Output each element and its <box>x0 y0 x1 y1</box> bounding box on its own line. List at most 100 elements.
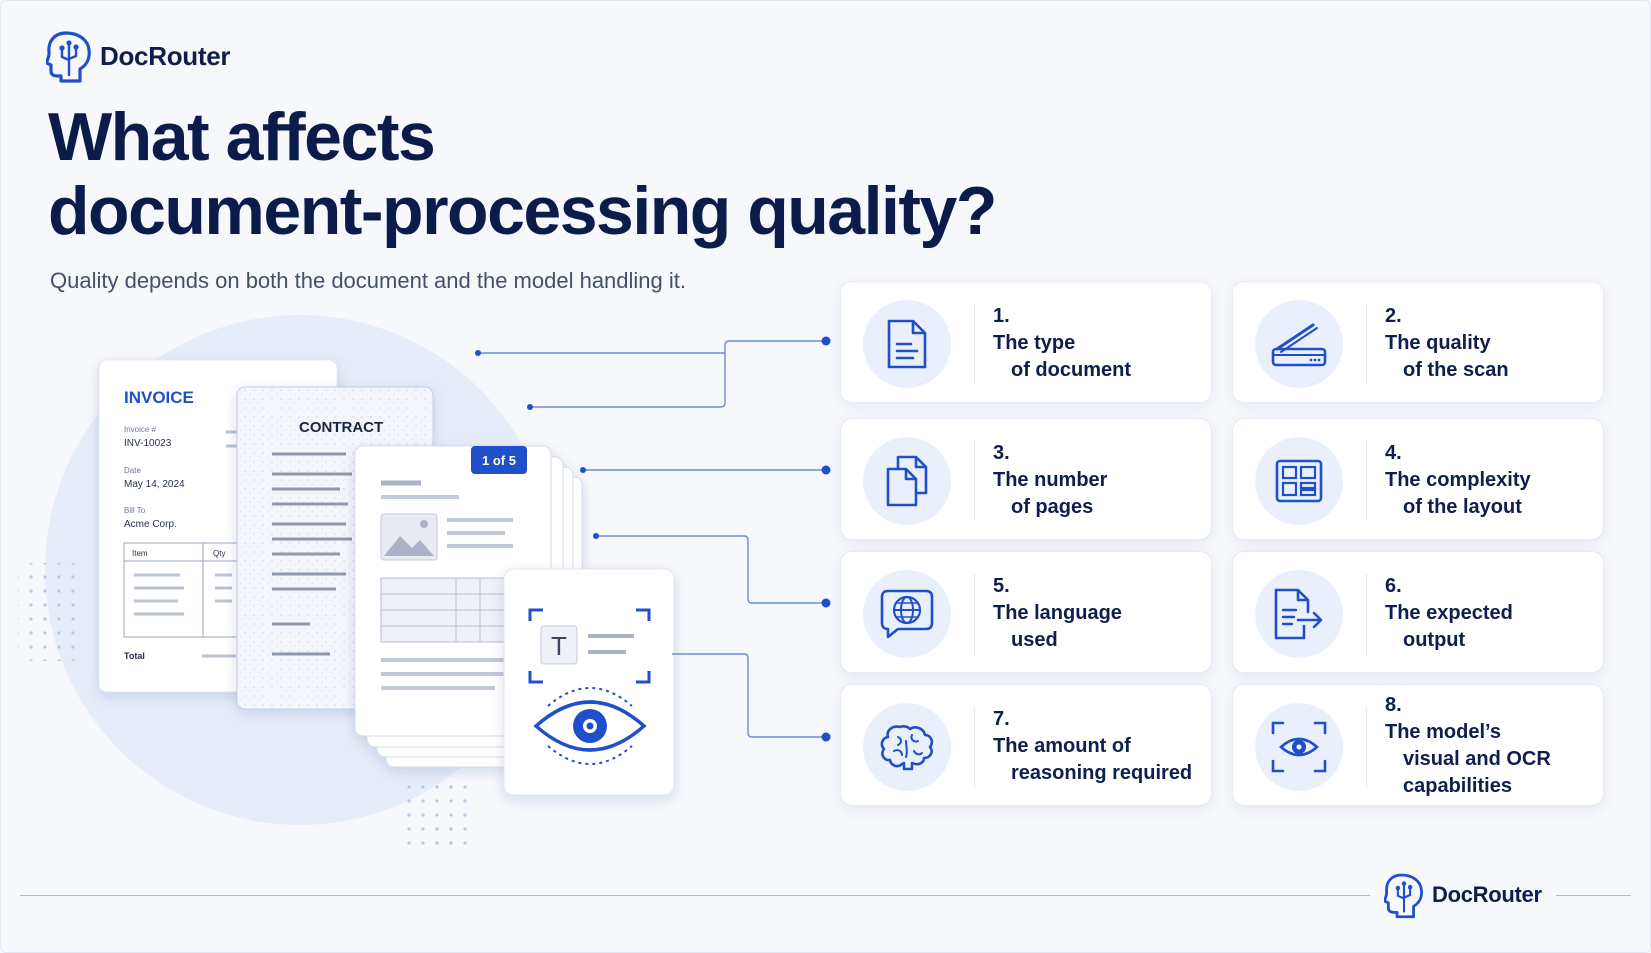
page-title: What affects document-processing quality… <box>48 100 1098 248</box>
factor-card-2: 2. The quality of the scan <box>1232 281 1604 403</box>
brain-icon <box>880 725 934 771</box>
factor-1-number: 1. <box>993 304 1010 327</box>
factor-3-label: 3. The number of pages <box>993 419 1203 541</box>
invoice-total-label: Total <box>124 651 145 661</box>
factor-4-line-1: The complexity <box>1385 468 1531 491</box>
footer-brand-name: DocRouter <box>1432 882 1542 907</box>
factor-2-line-1: The quality <box>1385 331 1491 354</box>
invoice-number-value: INV-10023 <box>124 438 172 449</box>
multipage-content <box>380 480 518 690</box>
factor-3-divider <box>974 441 975 521</box>
head-circuit-icon <box>46 31 91 83</box>
factor-5-icon-bg <box>863 570 951 658</box>
factor-5-line-1: The language <box>993 601 1122 624</box>
factor-5-divider <box>974 574 975 654</box>
factor-card-1: 1. The type of document <box>840 281 1212 403</box>
factor-4-label: 4. The complexity of the layout <box>1385 419 1595 541</box>
factor-8-line-3: capabilities <box>1403 775 1512 797</box>
document-illustration: INVOICE Invoice # INV-10023 Date May 14,… <box>18 315 831 850</box>
factor-card-6: 6. The expected output <box>1232 551 1604 673</box>
factor-6-divider <box>1366 574 1367 654</box>
factor-7-icon-bg <box>863 703 951 791</box>
scan-frame-icon <box>528 608 651 684</box>
factor-3-number: 3. <box>993 441 1010 464</box>
document-export-icon <box>1274 588 1323 640</box>
factor-7-line-2: reasoning required <box>1011 761 1193 784</box>
ocr-eye-icon <box>533 687 647 765</box>
factor-2-number: 2. <box>1385 304 1402 327</box>
invoice-col-item: Item <box>132 549 148 558</box>
factor-7-divider <box>974 707 975 787</box>
factor-3-icon-bg <box>863 437 951 525</box>
layout-icon <box>1275 459 1323 503</box>
factor-8-number: 8. <box>1385 694 1402 716</box>
page-count-badge-bg <box>471 446 527 474</box>
factor-7-line-1: The amount of <box>993 734 1131 757</box>
factor-8-divider <box>1366 707 1367 787</box>
factor-4-line-2: of the layout <box>1403 495 1522 518</box>
eye-scan-icon <box>1271 721 1327 773</box>
factor-5-number: 5. <box>993 574 1010 597</box>
factor-card-8: 8. The model’s visual and OCR capabiliti… <box>1232 684 1604 806</box>
invoice-title: INVOICE <box>124 388 194 407</box>
factor-8-line-2: visual and OCR <box>1403 748 1551 770</box>
factor-5-label: 5. The language used <box>993 552 1203 674</box>
factor-7-number: 7. <box>993 707 1010 730</box>
factor-6-icon-bg <box>1255 570 1343 658</box>
factor-2-label: 2. The quality of the scan <box>1385 282 1595 404</box>
invoice-date-label: Date <box>124 466 141 475</box>
scanner-icon <box>1271 323 1327 367</box>
factor-3-line-2: of pages <box>1011 495 1094 518</box>
factor-card-4: 4. The complexity of the layout <box>1232 418 1604 540</box>
factor-5-line-2: used <box>1011 628 1058 651</box>
connector-dots <box>475 336 831 742</box>
invoice-bill-label: Bill To <box>124 506 146 515</box>
page-count-badge: 1 of 5 <box>482 453 516 468</box>
document-icon <box>887 319 927 369</box>
pages-icon <box>886 455 928 507</box>
factor-4-divider <box>1366 441 1367 521</box>
factor-1-line-2: of document <box>1011 358 1131 381</box>
contract-title: CONTRACT <box>299 419 383 436</box>
header-brand: DocRouter <box>46 28 231 84</box>
factor-card-7: 7. The amount of reasoning required <box>840 684 1212 806</box>
factor-2-line-2: of the scan <box>1403 358 1509 381</box>
dot-grid-bottom <box>406 780 472 850</box>
factor-card-3: 3. The number of pages <box>840 418 1212 540</box>
factor-2-divider <box>1366 304 1367 384</box>
invoice-date-value: May 14, 2024 <box>124 479 185 490</box>
factor-4-icon-bg <box>1255 437 1343 525</box>
factor-8-line-1: The model’s <box>1385 721 1501 743</box>
text-glyph: T <box>551 631 567 661</box>
page-title-line-2: document-processing quality? <box>48 173 997 249</box>
head-circuit-icon <box>1384 873 1423 919</box>
factor-7-label: 7. The amount of reasoning required <box>993 685 1203 807</box>
invoice-number-label: Invoice # <box>124 425 157 434</box>
factor-1-line-1: The type <box>993 331 1076 354</box>
brand-name: DocRouter <box>100 40 231 71</box>
footer-divider <box>20 895 1631 896</box>
factor-4-number: 4. <box>1385 441 1402 464</box>
factor-8-label: 8. The model’s visual and OCR capabiliti… <box>1385 685 1595 807</box>
contract-text-lines <box>272 452 352 656</box>
factor-card-5: 5. The language used <box>840 551 1212 673</box>
invoice-col-qty: Qty <box>213 549 225 558</box>
factor-6-line-2: output <box>1403 628 1466 651</box>
factor-1-divider <box>974 304 975 384</box>
factor-1-icon-bg <box>863 300 951 388</box>
invoice-bill-value: Acme Corp. <box>124 519 177 530</box>
factor-6-label: 6. The expected output <box>1385 552 1595 674</box>
dot-grid-left <box>18 563 84 661</box>
factor-3-line-1: The number <box>993 468 1108 491</box>
connector-lines <box>478 340 826 738</box>
page-title-line-1: What affects <box>48 99 436 175</box>
globe-chat-icon <box>880 589 934 639</box>
footer-brand: DocRouter <box>1370 866 1556 924</box>
factor-6-number: 6. <box>1385 574 1402 597</box>
page-subtitle: Quality depends on both the document and… <box>50 268 687 293</box>
factor-6-line-1: The expected <box>1385 601 1513 624</box>
factor-8-icon-bg <box>1255 703 1343 791</box>
text-glyph-box <box>540 625 578 665</box>
factor-1-label: 1. The type of document <box>993 282 1203 404</box>
factor-2-icon-bg <box>1255 300 1343 388</box>
